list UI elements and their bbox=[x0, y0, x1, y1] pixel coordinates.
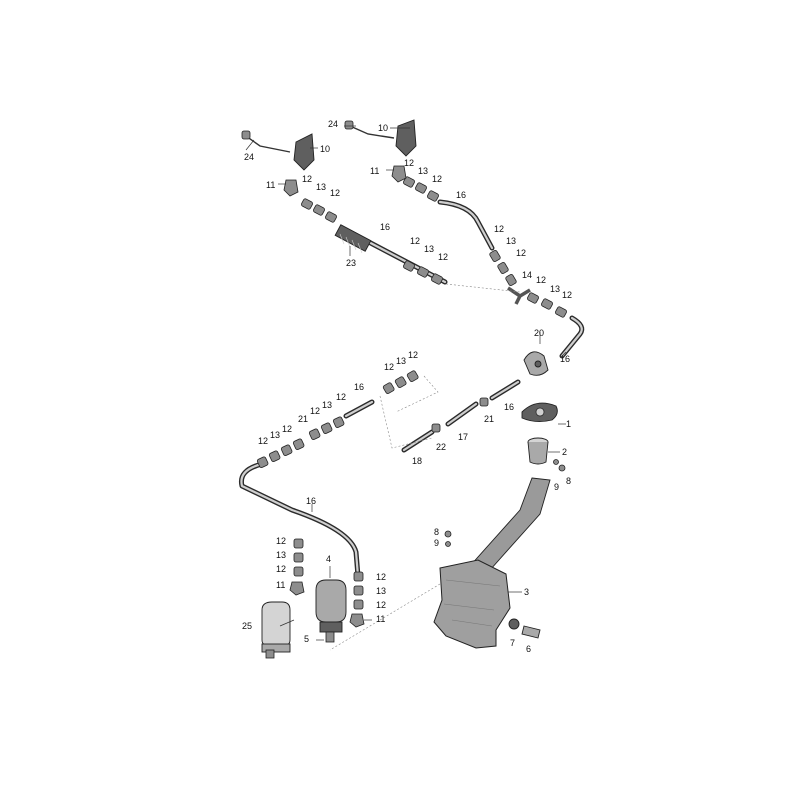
callout-12: 12 bbox=[258, 436, 268, 446]
callout-12: 12 bbox=[336, 392, 346, 402]
callout-14: 14 bbox=[522, 270, 532, 280]
elbow-11-lower-right bbox=[349, 613, 365, 628]
callout-12: 12 bbox=[384, 362, 394, 372]
callout-11: 11 bbox=[276, 580, 285, 590]
pump-4 bbox=[315, 579, 347, 623]
callout-24: 24 bbox=[244, 152, 254, 162]
connectors bbox=[256, 176, 567, 610]
callout-11: 11 bbox=[266, 180, 275, 190]
callout-13: 13 bbox=[506, 236, 516, 246]
hoses bbox=[238, 199, 585, 579]
callout-9: 9 bbox=[434, 538, 439, 548]
strip-23 bbox=[334, 224, 372, 252]
callout-12: 12 bbox=[376, 572, 386, 582]
callout-16: 16 bbox=[306, 496, 316, 506]
guide-lines bbox=[329, 283, 521, 651]
leader-lines bbox=[245, 125, 567, 641]
callout-13: 13 bbox=[418, 166, 428, 176]
callout-21: 21 bbox=[298, 414, 308, 424]
callout-12: 12 bbox=[282, 424, 292, 434]
callout-11: 11 bbox=[376, 614, 385, 624]
callout-12: 12 bbox=[276, 536, 286, 546]
elbow-11-lower-left bbox=[289, 581, 305, 596]
callout-12: 12 bbox=[310, 406, 320, 416]
washer-jet-right bbox=[395, 119, 417, 157]
callout-8: 8 bbox=[566, 476, 571, 486]
callout-7: 7 bbox=[510, 638, 515, 648]
elbow-11-right bbox=[391, 165, 407, 183]
callout-16: 16 bbox=[504, 402, 514, 412]
callout-12: 12 bbox=[432, 174, 442, 184]
filler-neck-2 bbox=[527, 441, 549, 465]
callout-13: 13 bbox=[424, 244, 434, 254]
elbow-11-left bbox=[283, 179, 299, 197]
callout-10: 10 bbox=[320, 144, 330, 154]
callout-13: 13 bbox=[270, 430, 280, 440]
callout-13: 13 bbox=[276, 550, 286, 560]
callout-22: 22 bbox=[436, 442, 446, 452]
callout-12: 12 bbox=[516, 248, 526, 258]
callout-9: 9 bbox=[554, 482, 559, 492]
callout-12: 12 bbox=[330, 188, 340, 198]
callouts: 24 10 24 10 11 12 13 12 11 12 13 12 16 1… bbox=[242, 119, 572, 654]
callout-16: 16 bbox=[380, 222, 390, 232]
filler-pipe bbox=[469, 477, 551, 571]
callout-3: 3 bbox=[524, 587, 529, 597]
callout-8: 8 bbox=[434, 527, 439, 537]
callout-12: 12 bbox=[438, 252, 448, 262]
callout-12: 12 bbox=[410, 236, 420, 246]
callout-13: 13 bbox=[376, 586, 386, 596]
callout-12: 12 bbox=[376, 600, 386, 610]
sensor-6 bbox=[521, 625, 541, 639]
callout-21: 21 bbox=[484, 414, 494, 424]
callout-17: 17 bbox=[458, 432, 468, 442]
callout-12: 12 bbox=[404, 158, 414, 168]
callout-23: 23 bbox=[346, 258, 356, 268]
callout-16: 16 bbox=[560, 354, 570, 364]
parts bbox=[241, 119, 566, 659]
callout-5: 5 bbox=[304, 634, 309, 644]
callout-2: 2 bbox=[562, 447, 567, 457]
callout-10: 10 bbox=[378, 123, 388, 133]
callout-12: 12 bbox=[276, 564, 286, 574]
callout-6: 6 bbox=[526, 644, 531, 654]
callout-12: 12 bbox=[536, 275, 546, 285]
callout-11: 11 bbox=[370, 166, 379, 176]
callout-16: 16 bbox=[456, 190, 466, 200]
pump-25 bbox=[261, 601, 291, 647]
callout-24: 24 bbox=[328, 119, 338, 129]
callout-12: 12 bbox=[562, 290, 572, 300]
callout-18: 18 bbox=[412, 456, 422, 466]
washer-jet-left bbox=[293, 133, 315, 171]
callout-13: 13 bbox=[322, 400, 332, 410]
callout-20: 20 bbox=[534, 328, 544, 338]
callout-16: 16 bbox=[354, 382, 364, 392]
y-piece-14 bbox=[507, 286, 531, 305]
callout-13: 13 bbox=[550, 284, 560, 294]
callout-12: 12 bbox=[494, 224, 504, 234]
callout-13: 13 bbox=[316, 182, 326, 192]
callout-12: 12 bbox=[302, 174, 312, 184]
wire-24-right bbox=[349, 125, 395, 139]
callout-13: 13 bbox=[396, 356, 406, 366]
wire-24-left bbox=[245, 135, 291, 153]
callout-4: 4 bbox=[326, 554, 331, 564]
callout-1: 1 bbox=[566, 419, 571, 429]
callout-12: 12 bbox=[408, 350, 418, 360]
callout-25: 25 bbox=[242, 621, 252, 631]
